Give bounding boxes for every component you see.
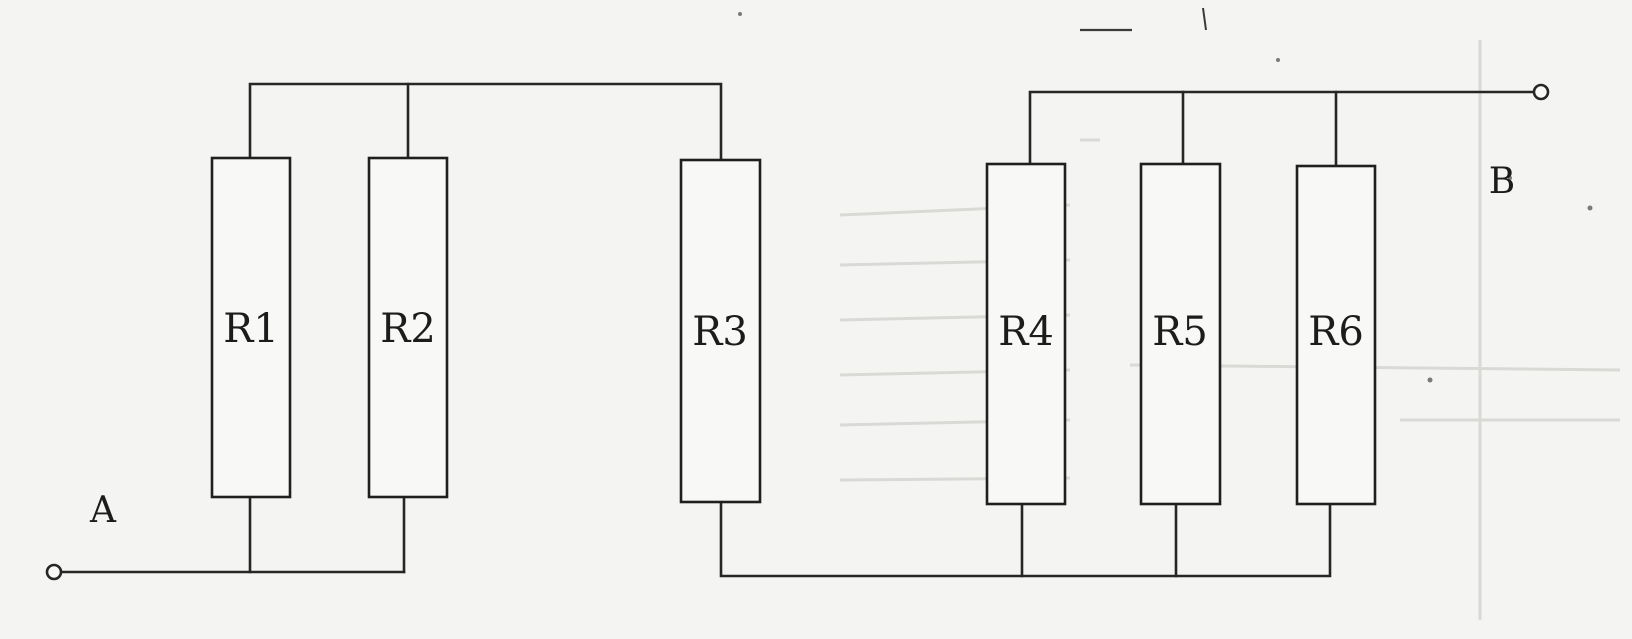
terminal-a: A xyxy=(45,490,117,581)
resistor-r4: R4 xyxy=(985,162,1067,506)
resistor-r6: R6 xyxy=(1295,164,1377,506)
terminal-b: B xyxy=(1489,83,1550,202)
resistor-r4-label: R4 xyxy=(998,309,1054,355)
resistor-r3: R3 xyxy=(679,158,762,504)
terminal-a-label: A xyxy=(89,490,117,531)
terminal-b-label: B xyxy=(1489,161,1515,202)
resistor-r3-label: R3 xyxy=(692,309,748,355)
resistor-r2-label: R2 xyxy=(380,306,436,352)
resistor-r1-label: R1 xyxy=(223,306,279,352)
wire-top-right xyxy=(1028,90,1537,166)
resistor-r1: R1 xyxy=(210,156,292,499)
paper-texture xyxy=(738,7,1621,620)
wire-bottom-right xyxy=(719,500,1332,578)
wire-top-left xyxy=(248,82,723,162)
wires xyxy=(52,82,1537,578)
resistor-r2: R2 xyxy=(367,156,449,499)
resistor-r6-label: R6 xyxy=(1308,309,1364,355)
resistor-r5: R5 xyxy=(1139,162,1222,506)
resistor-r5-label: R5 xyxy=(1152,309,1208,355)
